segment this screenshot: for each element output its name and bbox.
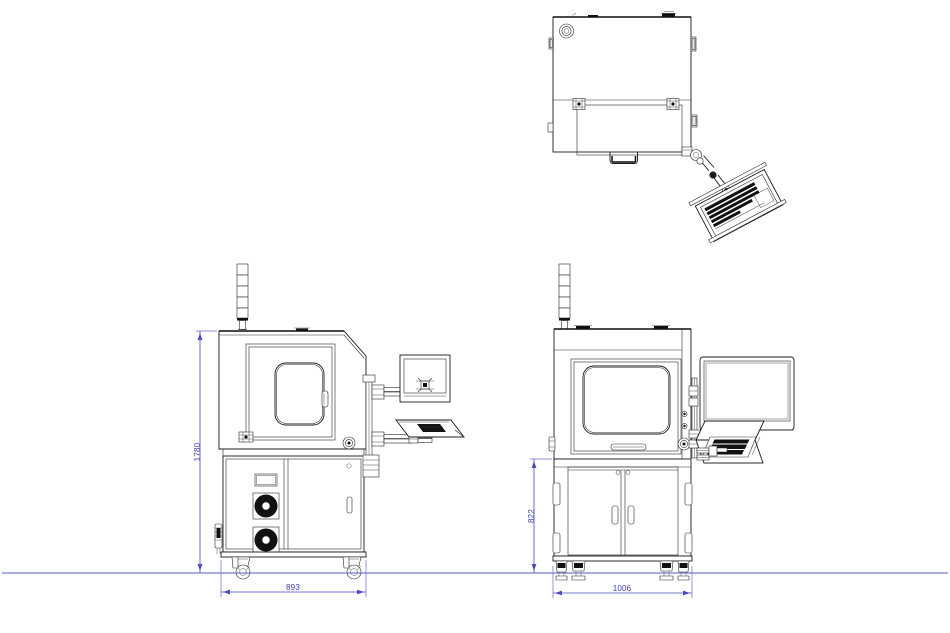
side-door-latch[interactable]	[238, 431, 254, 443]
front-side-panel-latch[interactable]	[548, 436, 556, 452]
front-cabinet-inner	[567, 466, 679, 556]
front-window-frame	[570, 358, 682, 455]
front-top-hinge-left	[574, 325, 592, 329]
side-caster-left	[231, 556, 251, 580]
side-cabinet-top-rail	[222, 448, 365, 457]
side-arm-mounting-post	[362, 374, 380, 478]
front-view: 822 1006	[511, 263, 795, 598]
front-caster-right-outer	[677, 560, 690, 581]
side-panel-latch[interactable]	[214, 523, 223, 554]
front-upper-enclosure	[553, 328, 692, 460]
side-view: 1780 893	[193, 263, 465, 597]
side-dim-arrow-left	[223, 589, 230, 595]
front-emergency-stop-button[interactable]	[677, 437, 691, 451]
side-monitor	[399, 354, 451, 403]
front-dim-arrow-top	[531, 461, 537, 468]
side-lower-cabinet	[222, 455, 365, 553]
front-window-frame-inner	[573, 361, 679, 452]
front-lower-cabinet	[553, 458, 692, 557]
front-door-handle[interactable]	[610, 443, 647, 451]
front-leveling-foot-left	[571, 560, 586, 581]
front-cabinet-top-rail	[553, 458, 692, 468]
side-view-dimensions: 1780 893	[193, 330, 367, 597]
side-cooling-fan-upper	[252, 492, 280, 520]
front-indicator-lamps	[681, 411, 688, 429]
side-emergency-stop-button[interactable]	[342, 436, 356, 450]
front-arm-mounting-post	[688, 377, 702, 459]
plan-top-marking	[661, 11, 676, 17]
side-dim-arrow-bottom	[197, 564, 203, 571]
side-dim-height-text: 1780	[193, 442, 202, 461]
front-caster-left-outer	[555, 560, 568, 581]
front-base-rail	[552, 555, 693, 562]
side-cabinet-door-handle[interactable]	[346, 496, 353, 514]
side-upper-enclosure	[218, 330, 367, 450]
side-cabinet-lock[interactable]	[346, 463, 352, 469]
front-top-hinge-right	[652, 325, 670, 329]
side-base-rail	[220, 551, 367, 558]
side-cabinet-inner	[225, 458, 362, 550]
plan-top-left-mark	[571, 12, 598, 17]
side-dim-width-text: 893	[286, 583, 300, 592]
plan-left-lower-tab	[547, 122, 554, 133]
side-signal-tower-light	[236, 263, 249, 330]
side-door-handle[interactable]	[321, 390, 329, 408]
front-dim-width-text: 1006	[613, 584, 632, 593]
plan-bracket-left	[572, 98, 586, 110]
plan-right-side-tab-upper	[690, 36, 697, 52]
side-vesa-mount	[416, 377, 434, 393]
front-dim-arrow-bottom	[531, 564, 537, 571]
plan-circular-port	[559, 23, 574, 39]
side-monitor-frame	[399, 354, 451, 403]
front-keyboard-arm	[696, 445, 728, 461]
front-cabinet-handle-left[interactable]	[611, 505, 619, 525]
side-window-frame-inner	[248, 346, 333, 438]
front-view-dimensions: 822 1006	[511, 458, 693, 598]
plan-right-lower-mount	[681, 114, 698, 157]
plan-keyboard-keys	[704, 182, 765, 230]
side-top-hinge	[296, 328, 308, 331]
front-monitor	[699, 356, 795, 431]
plan-bracket-right	[666, 98, 680, 110]
front-signal-tower-light	[558, 263, 571, 330]
front-door-lock-left[interactable]	[615, 470, 621, 475]
side-dim-arrow-right	[357, 589, 364, 595]
front-dim-arrow-left	[555, 590, 562, 596]
plan-bottom-handle	[609, 152, 638, 164]
plan-operator-console	[688, 161, 787, 244]
front-dim-arrow-right	[683, 590, 690, 596]
side-dim-arrow-top	[197, 333, 203, 340]
front-side-vent-left	[552, 482, 561, 554]
side-window-frame	[245, 343, 336, 441]
front-dim-height-text: 822	[527, 509, 536, 523]
plan-internal-stage	[576, 104, 683, 156]
front-door-lock-right[interactable]	[625, 470, 631, 475]
side-cooling-fan-lower	[252, 526, 280, 554]
front-side-vent-right	[684, 482, 693, 554]
plan-body-outline	[552, 16, 692, 153]
side-caster-right	[342, 556, 362, 580]
side-enclosure-inner-offset	[219, 334, 365, 359]
side-pointing-device	[417, 424, 446, 432]
plan-view	[547, 11, 787, 244]
side-keyboard-tray	[395, 419, 465, 438]
side-vent-grille	[254, 473, 278, 487]
front-viewing-window	[582, 365, 671, 435]
plan-left-side-tab	[548, 37, 554, 50]
front-cabinet-handle-right[interactable]	[627, 505, 635, 525]
front-leveling-foot-right	[659, 560, 674, 581]
front-viewing-window-inner	[584, 367, 669, 433]
